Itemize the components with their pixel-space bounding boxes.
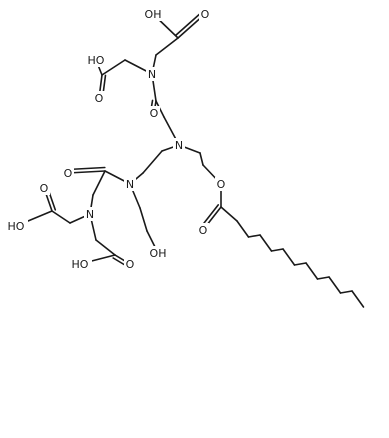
- atom-o-ester-carbonyl: O: [197, 223, 209, 237]
- atom-ho-lower-left-acid: HO: [4, 219, 28, 233]
- atom-n-top-amine: N: [146, 67, 158, 81]
- bond-line: [259, 234, 273, 252]
- bond-line: [101, 59, 126, 76]
- atom-labels: O OH HO O N O N O: [4, 7, 227, 271]
- bond-line: [174, 10, 204, 37]
- bond-line: [282, 248, 296, 266]
- atom-label: N: [86, 208, 94, 221]
- atom-oh-hydroxyethyl: OH: [146, 246, 170, 260]
- atom-label: O: [95, 92, 104, 105]
- atom-label: HO: [88, 54, 105, 67]
- atom-n-central-amine: N: [173, 138, 185, 152]
- atom-label: O: [40, 182, 49, 195]
- atom-label: O: [199, 224, 208, 237]
- atom-o-left-acid-carbonyl: O: [93, 91, 105, 105]
- atom-label: OH: [145, 8, 162, 21]
- atom-label: OH: [150, 247, 167, 260]
- bond-line: [351, 290, 365, 308]
- bond-line: [155, 37, 179, 56]
- atom-label: N: [126, 178, 134, 191]
- atom-oh-top-acid: OH: [141, 7, 165, 21]
- bond-line: [220, 206, 238, 222]
- bond-line: [95, 239, 116, 256]
- atom-label: N: [175, 139, 183, 152]
- atom-n-left-lower-amine: N: [84, 207, 96, 221]
- atom-o-top-amide: O: [148, 106, 160, 120]
- atom-label: O: [126, 258, 135, 271]
- bond-line: [305, 262, 319, 280]
- atom-label: O: [201, 8, 210, 21]
- atom-label: N: [148, 68, 156, 81]
- atom-ho-left-acid: HO: [84, 53, 108, 67]
- atom-label: O: [64, 167, 73, 180]
- bond-line: [199, 152, 204, 166]
- bond-line: [247, 234, 261, 238]
- atom-o-left-amide: O: [62, 166, 74, 180]
- bond-line: [270, 248, 284, 252]
- bond-line: [67, 170, 106, 174]
- atom-ho-bottom-acid: HO: [68, 257, 92, 271]
- bond-line: [328, 276, 342, 294]
- bond-line: [51, 210, 71, 224]
- bond-line: [339, 290, 353, 294]
- bond-line: [316, 276, 330, 280]
- bond-line: [139, 207, 148, 232]
- atom-label: HO: [72, 258, 89, 271]
- bond-line: [236, 220, 250, 238]
- atom-label: HO: [8, 220, 25, 233]
- bond-line: [92, 170, 106, 196]
- bond-line: [293, 262, 307, 266]
- atom-o-bottom-acid-carbonyl: O: [124, 257, 136, 271]
- atom-n-left-amine: N: [124, 177, 136, 191]
- atom-o-top-acid-carbonyl: O: [199, 7, 211, 21]
- atom-o-lower-left-acid-carbonyl: O: [38, 181, 50, 195]
- atom-o-ester: O: [215, 177, 227, 191]
- atom-label: O: [217, 178, 226, 191]
- atom-label: O: [150, 107, 159, 120]
- bond-line: [142, 150, 163, 174]
